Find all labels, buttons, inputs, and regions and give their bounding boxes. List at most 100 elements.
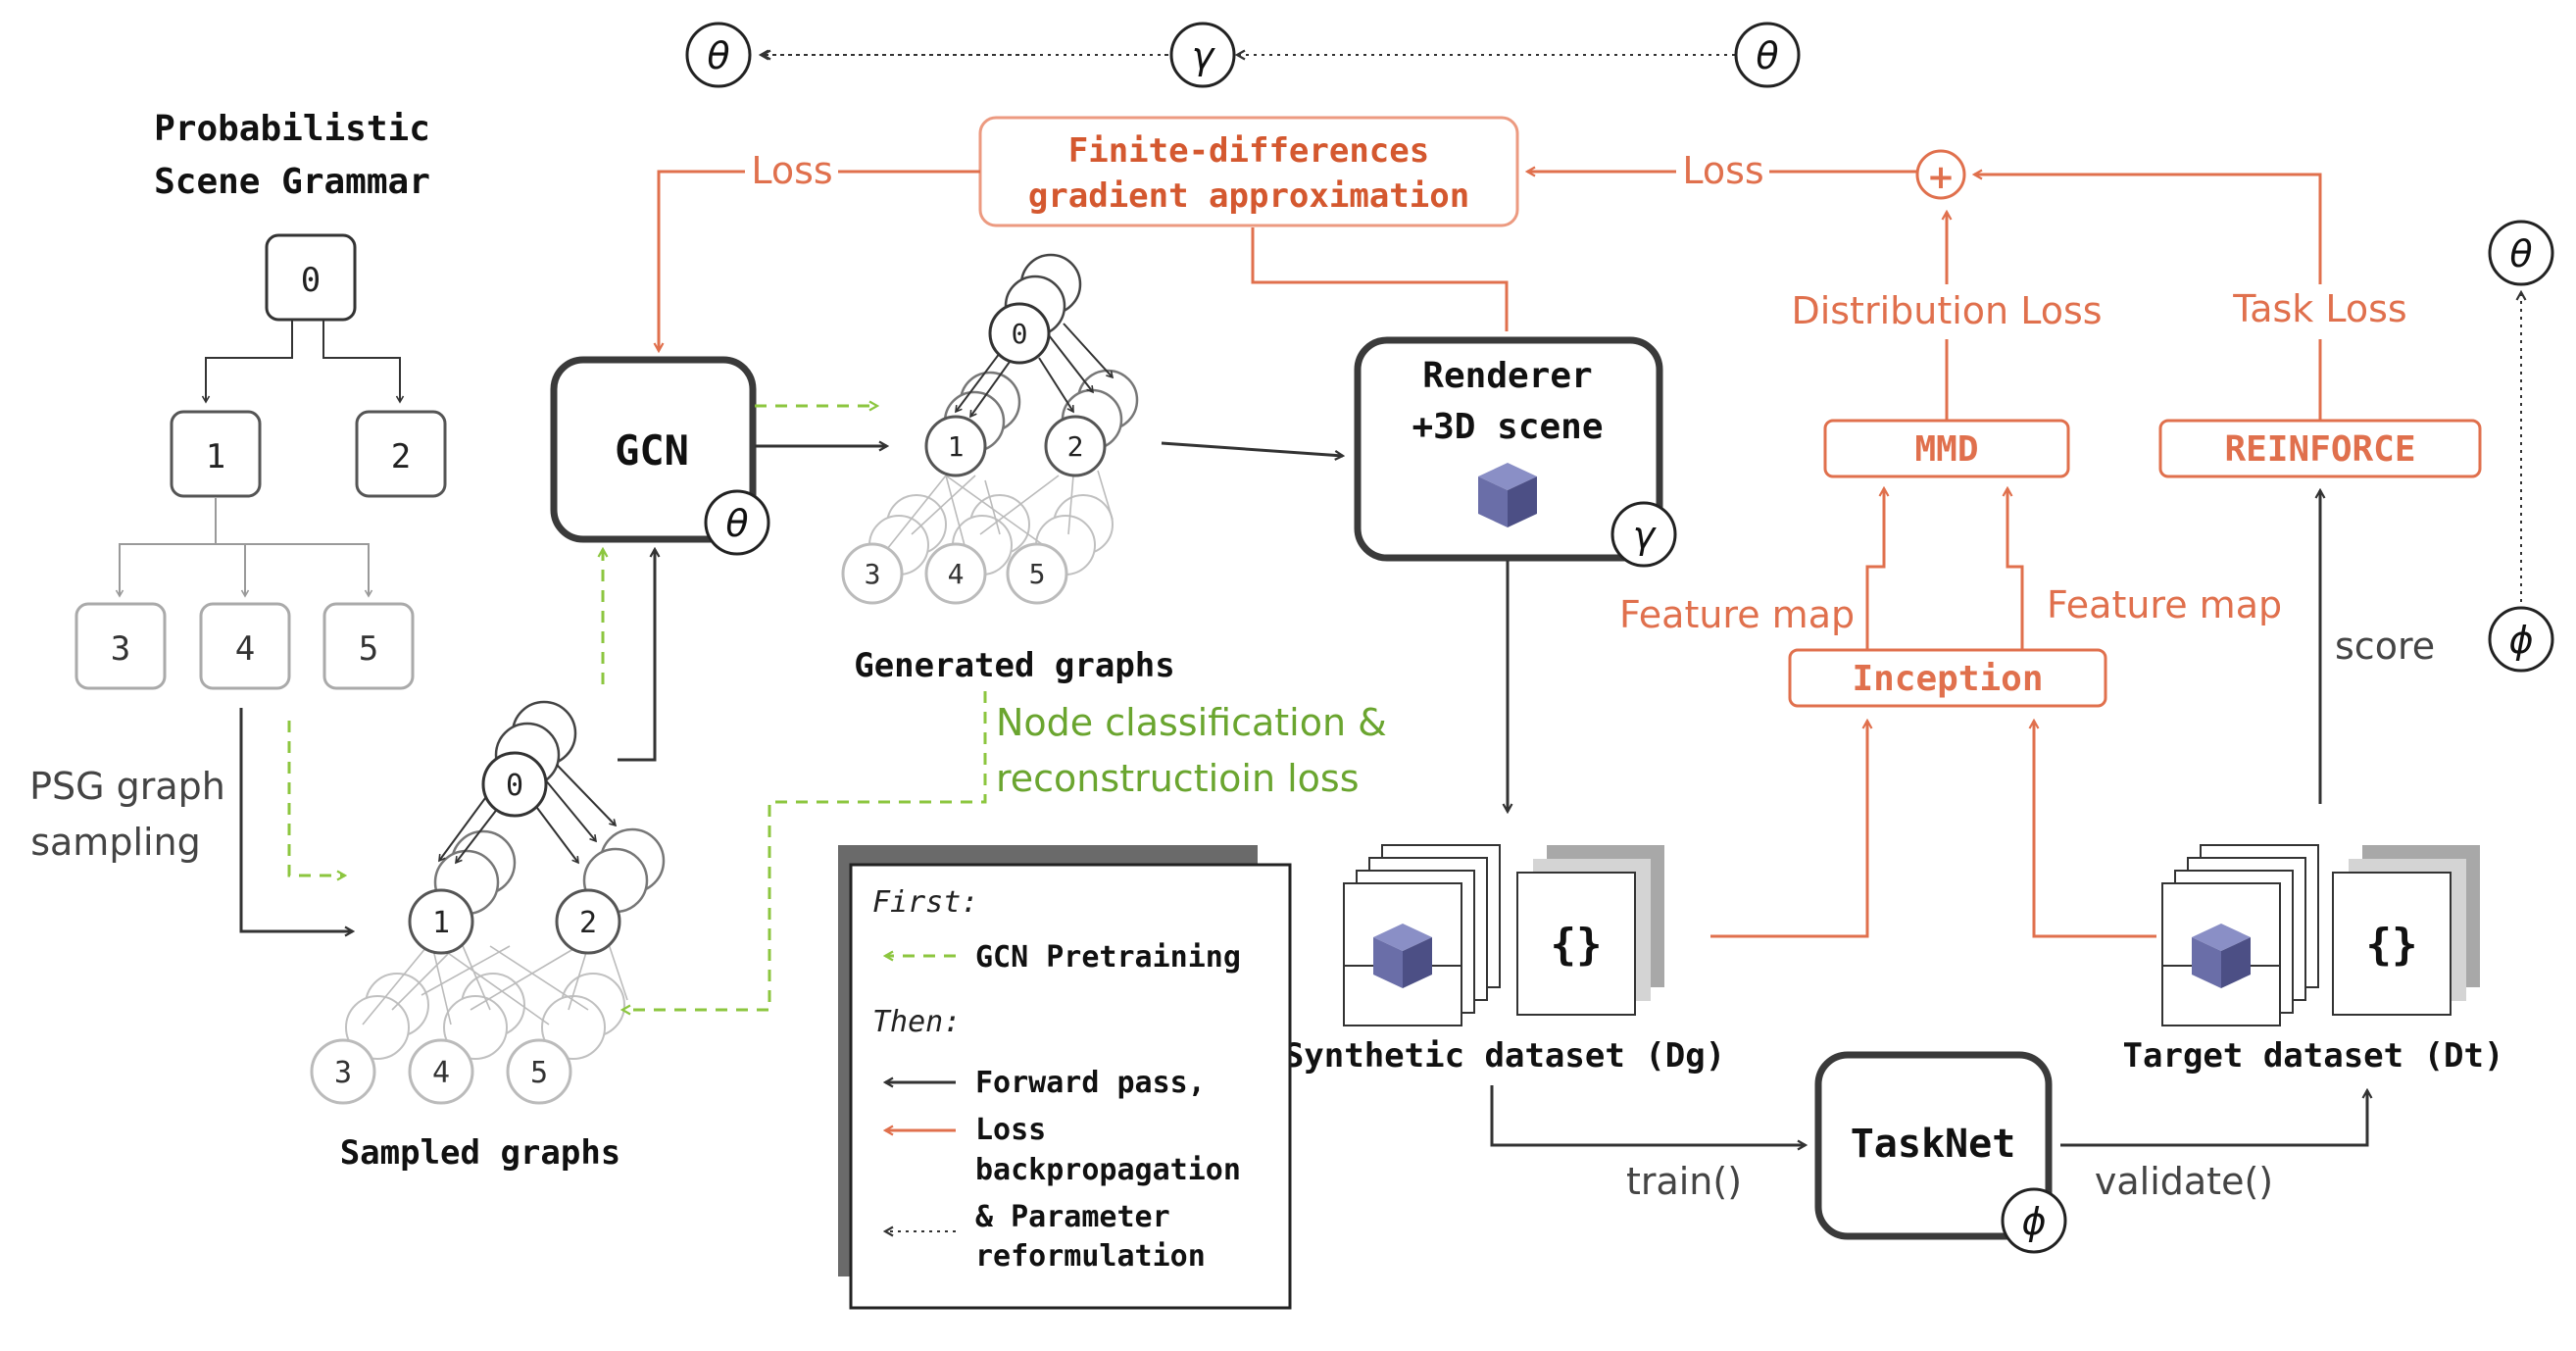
sampled-node-3-label: 3	[334, 1056, 352, 1090]
loss-left-label: Loss	[751, 149, 832, 192]
loss-sum-node	[1915, 149, 1966, 200]
tasknet-label: TaskNet	[1851, 1122, 2016, 1167]
sampled-graphs-label: Sampled graphs	[340, 1133, 621, 1173]
psg-node-2-label: 2	[391, 437, 411, 476]
psg-node-0	[265, 233, 357, 322]
target-json-doc	[2332, 872, 2452, 1016]
renderer-block: Renderer +3D scene γ	[1354, 336, 1677, 812]
evaluation-block: Inception Feature map Feature map MMD Di…	[1619, 175, 2482, 938]
generated-node-3	[841, 542, 904, 605]
generated-node-4-label: 4	[948, 558, 965, 590]
loss-sum-symbol: +	[1927, 158, 1956, 197]
sampled-node-2	[555, 888, 621, 955]
psg-sampling-line2: sampling	[30, 821, 201, 864]
renderer-cube-icon	[1478, 463, 1537, 527]
psg-node-4	[199, 602, 291, 690]
psg-node-1	[170, 410, 262, 498]
theta-param-left-label: θ	[707, 34, 729, 77]
task-loss-label: Task Loss	[2232, 287, 2406, 330]
gcn-block: GCN θ	[550, 356, 887, 762]
target-dataset-label: Target dataset (Dt)	[2123, 1036, 2504, 1076]
feature-map-left-label: Feature map	[1619, 593, 1855, 636]
psg-title-line1: Probabilistic	[154, 109, 430, 149]
target-json-icon: {}	[2366, 920, 2418, 970]
renderer-param-label: γ	[1633, 514, 1658, 557]
finite-diff-line2: gradient approximation	[1028, 176, 1469, 216]
psg-node-5	[322, 602, 415, 690]
legend-loss-line1: Loss	[975, 1113, 1046, 1147]
finite-diff-line1: Finite-differences	[1068, 131, 1429, 171]
sampled-node-1	[408, 888, 474, 955]
generated-node-0-label: 0	[1012, 318, 1028, 350]
generated-graphs: 0 1 2 3 4 5 Generated graphs	[841, 253, 1175, 685]
theta-param-right	[1734, 22, 1801, 88]
score-label: score	[2335, 625, 2435, 668]
generated-node-0	[988, 302, 1051, 365]
sampled-node-4-label: 4	[432, 1056, 450, 1090]
renderer-line1: Renderer	[1422, 356, 1592, 396]
train-label: train()	[1626, 1160, 1742, 1203]
sampled-node-5	[506, 1038, 572, 1105]
legend-forward: Forward pass,	[975, 1066, 1206, 1100]
generated-node-2-label: 2	[1067, 430, 1084, 463]
legend-loss-line2: backpropagation	[975, 1153, 1241, 1187]
target-dataset: {} Target dataset (Dt)	[2123, 844, 2504, 1076]
synthetic-json-icon: {}	[1551, 920, 1603, 970]
gcn-box	[550, 356, 757, 543]
phi-param-far-right-label: ϕ	[2508, 619, 2533, 662]
gamma-param-middle	[1169, 22, 1236, 88]
theta-param-left	[685, 22, 752, 88]
reinforce-label: REINFORCE	[2224, 429, 2415, 470]
legend-param-line2: reformulation	[975, 1239, 1206, 1274]
distribution-loss-label: Distribution Loss	[1791, 289, 2102, 332]
legend-pretraining: GCN Pretraining	[975, 940, 1241, 975]
validate-label: validate()	[2095, 1160, 2273, 1203]
node-loss-line1: Node classification &	[996, 701, 1387, 744]
target-cube-icon	[2192, 924, 2251, 988]
loss-right-label: Loss	[1682, 149, 1763, 192]
psg-sampling-line1: PSG graph	[29, 765, 225, 808]
synthetic-dataset: {} Synthetic dataset (Dg)	[1284, 844, 1725, 1076]
sampled-node-0-label: 0	[506, 769, 523, 803]
legend-first: First:	[872, 885, 978, 920]
sampled-node-4	[408, 1038, 474, 1105]
theta-param-far-right-label: θ	[2509, 232, 2532, 275]
generated-node-3-label: 3	[865, 558, 881, 590]
generated-node-4	[924, 542, 987, 605]
generated-node-1	[924, 415, 987, 477]
sampled-node-3	[310, 1038, 376, 1105]
theta-param-far-right	[2488, 220, 2554, 286]
tasknet-box	[1814, 1051, 2053, 1240]
phi-param-far-right	[2488, 606, 2554, 673]
finite-differences-block: Finite-differences gradient approximatio…	[659, 116, 1966, 351]
feature-map-right-label: Feature map	[2047, 583, 2282, 626]
renderer-line2: +3D scene	[1412, 407, 1603, 447]
node-loss-line2: reconstructioin loss	[996, 757, 1360, 800]
node-classification-loss: Node classification & reconstructioin lo…	[622, 691, 1387, 1010]
sampled-node-5-label: 5	[530, 1056, 548, 1090]
sampled-graphs: 0 1 2 3 4 5 Sampled graphs	[310, 700, 666, 1173]
psg-title-line2: Scene Grammar	[154, 162, 430, 202]
legend-then: Then:	[872, 1005, 961, 1039]
header-param-chain: θ γ θ	[685, 22, 1801, 88]
generated-node-1-label: 1	[948, 430, 965, 463]
psg-node-2	[355, 410, 447, 498]
theta-param-right-label: θ	[1756, 34, 1778, 77]
synthetic-dataset-label: Synthetic dataset (Dg)	[1284, 1036, 1725, 1076]
generated-node-5-label: 5	[1029, 558, 1046, 590]
inception-box	[1788, 648, 2107, 708]
generated-graphs-label: Generated graphs	[854, 646, 1175, 685]
synthetic-cube-icon	[1373, 924, 1432, 988]
synthetic-json-doc	[1516, 872, 1636, 1016]
mmd-label: MMD	[1914, 429, 1978, 470]
gcn-param-label: θ	[725, 502, 748, 545]
tasknet-param	[2001, 1187, 2067, 1254]
sampled-node-0	[481, 751, 548, 818]
generated-to-renderer-arrow	[1161, 441, 1343, 456]
sampled-node-1-label: 1	[432, 906, 450, 940]
legend: First: GCN Pretraining Then: Forward pas…	[838, 845, 1292, 1310]
psg-node-0-label: 0	[301, 261, 321, 300]
sampled-node-2-label: 2	[579, 906, 597, 940]
right-param-chain: θ ϕ	[2488, 220, 2554, 673]
